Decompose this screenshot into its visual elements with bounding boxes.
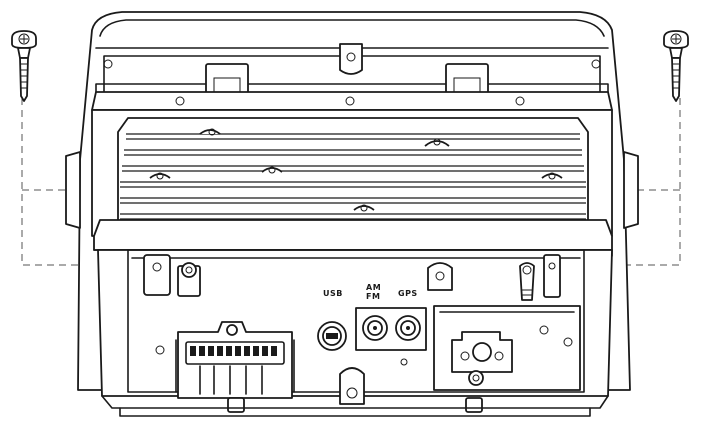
- usb-port[interactable]: [317, 321, 347, 351]
- gps-antenna-port[interactable]: [395, 315, 421, 341]
- rear-panel: USB AM FM GPS: [97, 249, 613, 417]
- wiring-harness-connector: [175, 321, 295, 399]
- fm-label: FM: [366, 292, 380, 301]
- heatsink-fins: [120, 133, 586, 220]
- screw-icon: [11, 30, 37, 102]
- heatsink: [117, 117, 589, 237]
- antenna-connectors: [355, 307, 427, 351]
- heatsink-bosses: [149, 128, 563, 212]
- expansion-port-panel: [433, 305, 581, 391]
- gps-label: GPS: [398, 289, 418, 298]
- am-label: AM: [366, 283, 381, 292]
- usb-label: USB: [323, 289, 343, 298]
- screw-icon: [663, 30, 689, 102]
- am-fm-antenna-port[interactable]: [362, 315, 388, 341]
